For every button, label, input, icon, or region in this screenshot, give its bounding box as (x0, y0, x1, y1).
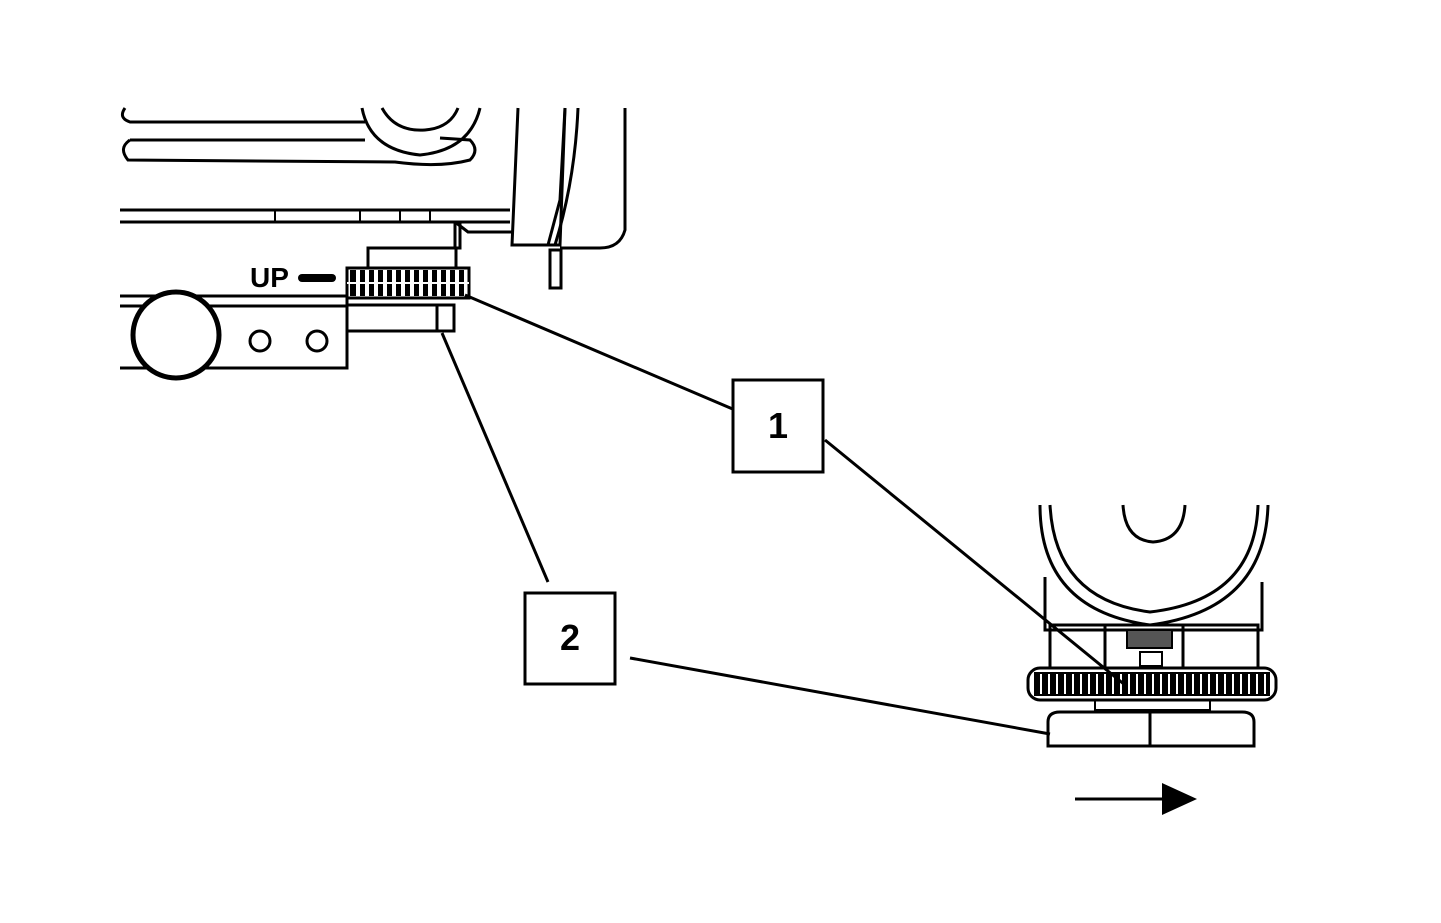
up-label: UP (250, 262, 289, 293)
right-gear-teeth (1034, 672, 1270, 696)
callout-2-label: 2 (560, 617, 580, 658)
right-assembly (1026, 504, 1278, 748)
left-gear-teeth (347, 270, 469, 296)
callout-1: 1 (731, 378, 825, 474)
callout-2: 2 (523, 591, 617, 686)
arrow-right-icon (1075, 783, 1197, 815)
left-assembly: UP (120, 107, 627, 381)
leader-lines (440, 293, 1126, 736)
callout-1-label: 1 (768, 405, 788, 446)
